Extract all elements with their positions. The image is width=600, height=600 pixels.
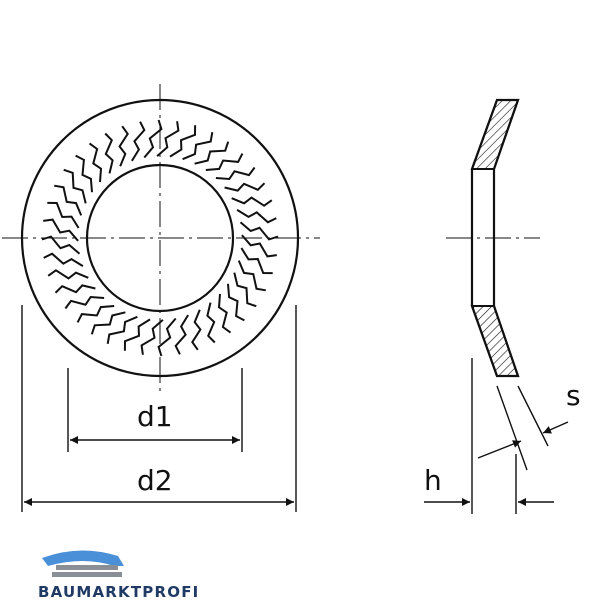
dimension-d1 [67, 368, 243, 452]
logo-text: BAUMARKTPROFI [38, 583, 199, 600]
serration-tooth [157, 317, 177, 357]
serration-tooth [240, 247, 273, 275]
serration-tooth [143, 119, 163, 159]
serration-tooth [64, 295, 105, 310]
side-view: s h [424, 98, 581, 514]
logo-bar-1 [56, 565, 118, 570]
serration-tooth [54, 184, 83, 216]
serration-tooth [118, 125, 129, 167]
serration-tooth [227, 283, 245, 322]
serration-tooth [47, 201, 80, 229]
serration-tooth [194, 141, 230, 165]
serration-tooth [76, 305, 115, 323]
serration-tooth [182, 132, 214, 161]
serration-tooth [224, 182, 266, 192]
serration-tooth [205, 153, 244, 171]
label-h: h [424, 464, 442, 497]
label-d1: d1 [137, 400, 173, 433]
serration-tooth [237, 260, 266, 292]
serration-tooth [43, 252, 84, 267]
front-centerlines [2, 84, 320, 392]
serration-tooth [206, 302, 216, 344]
serration-tooth [233, 272, 257, 308]
serration-tooth [54, 284, 96, 294]
serration-tooth [236, 209, 277, 224]
dimension-s [477, 385, 569, 471]
serration-tooth [90, 311, 126, 335]
logo-bar-2 [52, 572, 122, 577]
serration-tooth [47, 269, 89, 280]
serration-tooth [123, 318, 151, 351]
front-view: d1 d2 [2, 84, 320, 512]
logo-roof-icon [42, 550, 124, 566]
serration-tooth [88, 142, 103, 183]
hatched-section-top [470, 99, 520, 170]
serration-tooth [104, 132, 114, 174]
serration-tooth [156, 121, 180, 157]
serration-tooth [169, 125, 197, 158]
serration-tooth [215, 166, 256, 181]
label-d2: d2 [137, 464, 173, 497]
serration-tooth [75, 154, 93, 193]
serration-tooth [140, 319, 164, 355]
serration-tooth [239, 221, 279, 241]
serration-tooth [41, 235, 81, 255]
dimension-h [424, 358, 554, 514]
serration-tooth [174, 314, 189, 355]
serration-tooth [241, 234, 277, 258]
baumarktprofi-logo: BAUMARKTPROFI [38, 550, 199, 600]
serration-tooth [231, 196, 273, 207]
serration-tooth [106, 315, 138, 344]
serration-tooth [43, 218, 79, 242]
serration-tooth [217, 293, 232, 334]
label-s: s [566, 379, 581, 412]
hatched-section-bottom [470, 305, 520, 377]
serration-tooth [191, 309, 202, 351]
dimension-d2 [21, 305, 297, 512]
serration-tooth [131, 121, 146, 162]
serration-tooth [63, 168, 87, 204]
